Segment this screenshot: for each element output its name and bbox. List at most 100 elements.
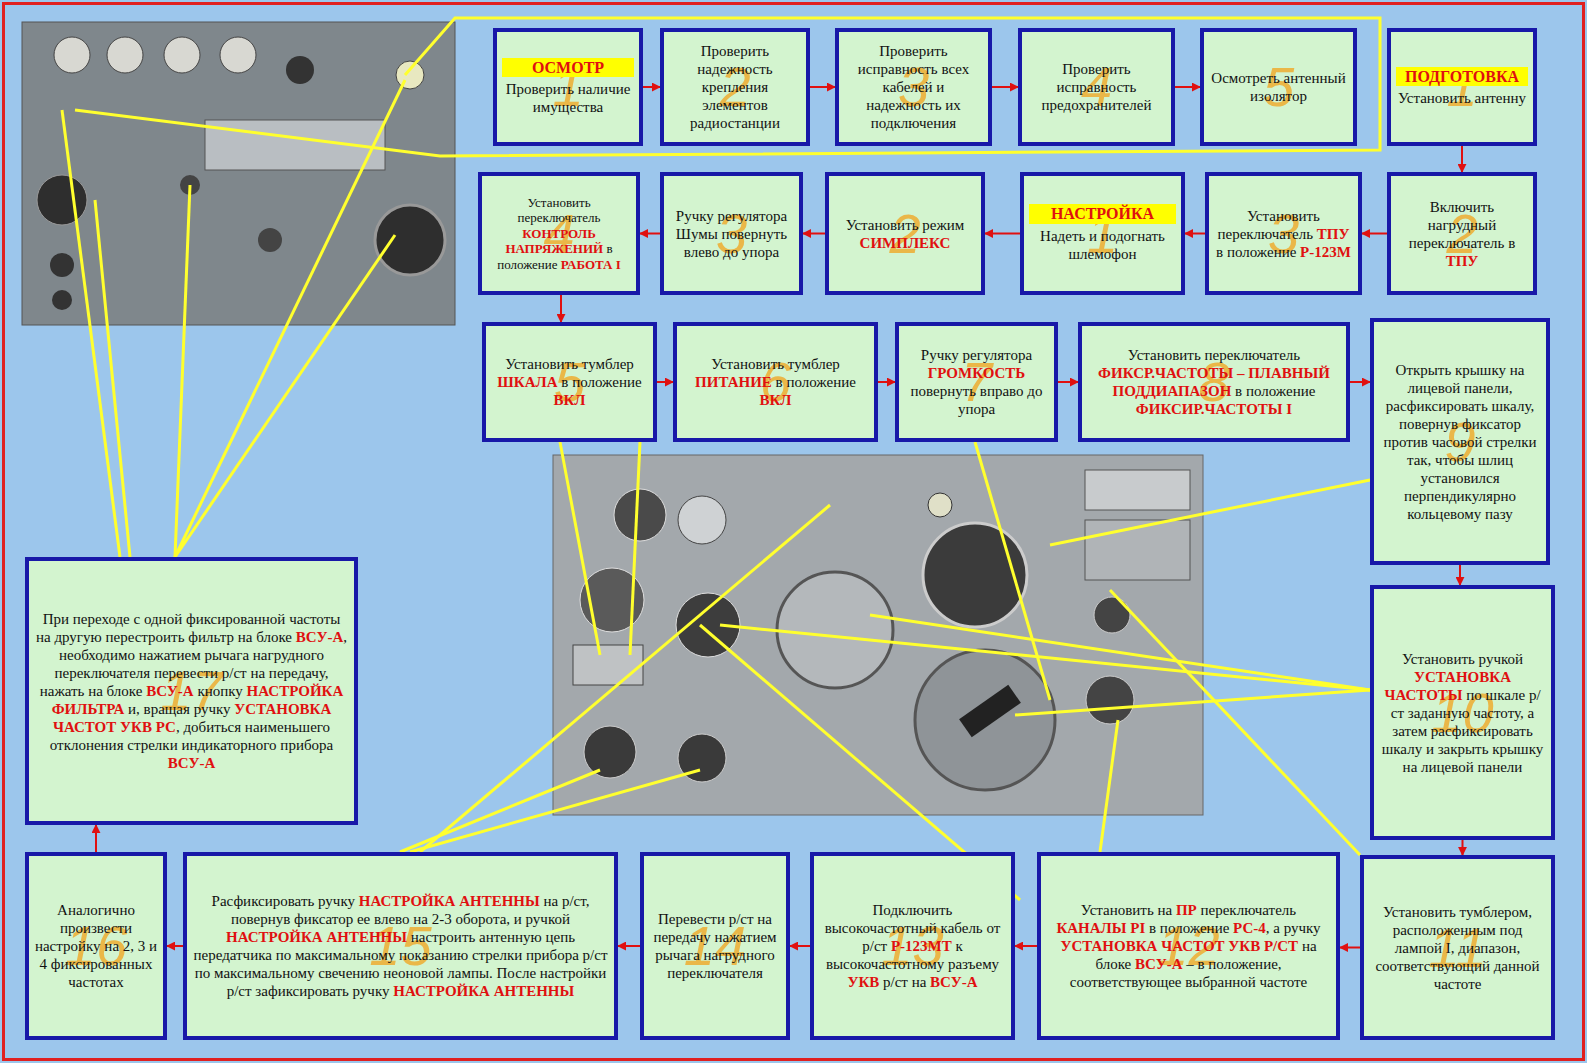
leader-line <box>400 770 600 852</box>
step-box: Перевести р/ст на передачу нажатием рыча… <box>640 852 790 1040</box>
keyword: ВКЛ <box>553 392 585 408</box>
keyword: ТПУ <box>1446 253 1479 269</box>
leader-line <box>175 80 405 557</box>
keyword: Р-123М <box>1300 244 1351 260</box>
keyword: ВСУ-А <box>296 629 343 645</box>
step-box: Установить тумблер ПИТАНИЕ в положение В… <box>673 322 878 442</box>
flow-arrow <box>1340 947 1360 949</box>
step-box: Установить тумблер ШКАЛА в положение ВКЛ… <box>482 322 657 442</box>
step-text: Установить антенну <box>1398 89 1526 107</box>
fuse-block <box>1085 470 1190 510</box>
flow-arrow <box>1015 945 1037 947</box>
flow-arrow <box>640 233 660 235</box>
flow-arrow <box>985 233 1020 235</box>
step-text: Установить переключатель ФИКСР.ЧАСТОТЫ –… <box>1087 346 1341 418</box>
keyword: ШКАЛА <box>497 374 557 390</box>
step-text: Открыть крышку на лицевой панели, расфик… <box>1379 361 1541 523</box>
leader-line <box>560 442 600 655</box>
station-panel-photo <box>553 455 1203 815</box>
cover <box>1085 520 1190 580</box>
knob <box>614 489 666 541</box>
scale-dial <box>777 572 893 688</box>
knob <box>220 37 256 73</box>
step-text: Установить режим СИМПЛЕКС <box>834 216 976 252</box>
step-text: Установить тумблер ШКАЛА в положение ВКЛ <box>491 355 648 409</box>
step-box: Подключить высокочастотный кабель от р/с… <box>810 852 1015 1040</box>
keyword: ВКЛ <box>759 392 791 408</box>
toggle <box>1094 597 1130 633</box>
switch-block <box>573 645 643 685</box>
step-text: Установить ручкой УСТАНОВКА ЧАСТОТЫ по ш… <box>1379 650 1546 776</box>
step-text: Подключить высокочастотный кабель от р/с… <box>819 901 1006 991</box>
toggle <box>258 228 282 252</box>
step-box: Осмотреть антенный изолятор5 <box>1200 28 1357 146</box>
step-text: Установить переключатель ТПУ в положение… <box>1214 207 1353 261</box>
section-heading: ОСМОТР <box>502 58 634 77</box>
flow-arrow <box>643 86 660 88</box>
leader-line <box>175 185 190 557</box>
step-box: Ручку регулятора ГРОМКОСТЬ повернуть впр… <box>895 322 1058 442</box>
leader-line <box>420 505 830 852</box>
leader-line <box>975 442 1050 700</box>
knob <box>923 523 1027 627</box>
leader-line <box>1015 690 1370 715</box>
leader-line <box>75 18 1380 156</box>
step-text: Ручку регулятора ГРОМКОСТЬ повернуть впр… <box>904 346 1049 418</box>
step-text: Установить на ПР переключатель КАНАЛЫ РI… <box>1046 901 1331 991</box>
step-box: При переходе с одной фиксированной часто… <box>25 557 358 825</box>
step-box: Установить ручкой УСТАНОВКА ЧАСТОТЫ по ш… <box>1370 585 1555 840</box>
leader-line <box>1050 480 1370 545</box>
step-text: При переходе с одной фиксированной часто… <box>34 610 349 772</box>
leader-line <box>62 110 120 557</box>
step-box: Проверить исправность предохранителей4 <box>1018 28 1175 146</box>
keyword: РС-4 <box>1233 920 1266 936</box>
leader-line <box>1100 720 1118 852</box>
flow-arrow <box>878 381 895 383</box>
step-text: Установить тумблером, расположенным под … <box>1369 903 1546 993</box>
step-text: Расфиксировать ручку НАСТРОЙКА АНТЕННЫ н… <box>192 892 609 1000</box>
section-heading: НАСТРОЙКА <box>1029 204 1176 223</box>
step-text: Перевести р/ст на передачу нажатием рыча… <box>649 910 781 982</box>
step-text: Надеть и подогнать шлемофон <box>1029 227 1176 263</box>
keyword: УСТАНОВКА ЧАСТОТЫ <box>1384 669 1511 703</box>
step-box: Расфиксировать ручку НАСТРОЙКА АНТЕННЫ н… <box>183 852 618 1040</box>
leader-line <box>870 615 1370 690</box>
knob <box>915 650 1055 790</box>
keyword: НАСТРОЙКА АНТЕННЫ <box>226 929 407 945</box>
step-text: Проверить наличие имущества <box>502 80 634 116</box>
keyword: УСТАНОВКА ЧАСТОТ УКВ Р/СТ <box>1060 938 1298 954</box>
flow-arrow <box>1461 146 1463 172</box>
leader-line <box>410 770 700 852</box>
flow-arrow <box>1185 233 1205 235</box>
keyword: ФИКСР.ЧАСТОТЫ – ПЛАВНЫЙ ПОДДИАПАЗОН <box>1098 365 1330 399</box>
step-text: Проверить исправность всех кабелей и над… <box>844 42 983 132</box>
keyword: НАСТРОЙКА АНТЕННЫ <box>359 893 540 909</box>
flow-arrow <box>560 295 562 322</box>
leader-line <box>95 200 130 557</box>
connector <box>584 726 636 778</box>
step-box: Установить тумблером, расположенным под … <box>1360 855 1555 1040</box>
flow-arrow <box>992 86 1018 88</box>
keyword: ТПУ <box>1317 226 1350 242</box>
step-box: ОСМОТРПроверить наличие имущества1 <box>493 28 643 146</box>
section-heading: ПОДГОТОВКА <box>1396 67 1528 86</box>
knob <box>375 205 445 275</box>
step-text: Ручку регулятора Шумы повернуть влево до… <box>669 207 794 261</box>
panel <box>22 22 455 325</box>
step-number: 2 <box>829 206 981 262</box>
step-text: Осмотреть антенный изолятор <box>1209 69 1348 105</box>
keyword: ГРОМКОСТЬ <box>928 365 1026 381</box>
step-box: Установить переключатель ФИКСР.ЧАСТОТЫ –… <box>1078 322 1350 442</box>
step-box: Ручку регулятора Шумы повернуть влево до… <box>660 172 803 295</box>
step-box: ПОДГОТОВКАУстановить антенну1 <box>1387 28 1537 146</box>
keyword: Р-123МТ <box>891 938 952 954</box>
keyword: НАСТРОЙКА АНТЕННЫ <box>393 983 574 999</box>
flow-arrow <box>1175 86 1200 88</box>
step-box: Установить на ПР переключатель КАНАЛЫ РI… <box>1037 852 1340 1040</box>
keyword: ПР <box>1176 902 1197 918</box>
keyword: КОНТРОЛЬ НАПРЯЖЕНИЙ <box>505 226 603 257</box>
flow-arrow <box>618 945 640 947</box>
leader-line <box>175 235 395 557</box>
radio-panel-photo <box>22 22 455 325</box>
